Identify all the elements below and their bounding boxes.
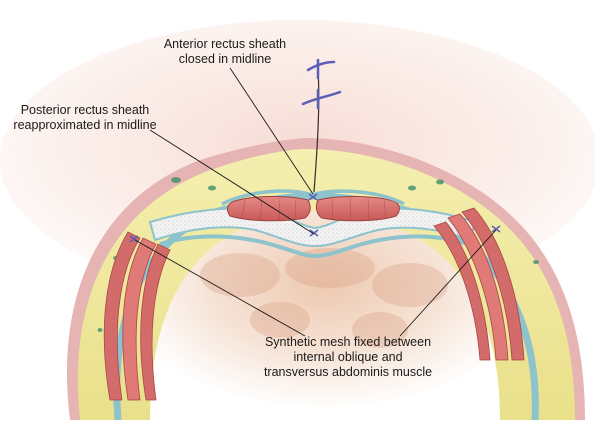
posterior-sheath-label: Posterior rectus sheath reapproximated i… [13, 103, 157, 132]
mesh-label: Synthetic mesh fixed between internal ob… [263, 335, 433, 379]
mesh-leader-right [399, 229, 497, 337]
abdominal-cavity [150, 212, 500, 420]
posterior-sheath-leader [149, 129, 315, 235]
mesh-leader-left [134, 239, 306, 337]
midline-incision [313, 69, 320, 193]
fascial-sutures [129, 193, 501, 243]
skin-sutures [301, 58, 342, 110]
viscera-shading [200, 248, 448, 348]
rectus-abdominis-muscles [227, 195, 400, 222]
right-lateral-muscles [433, 207, 525, 361]
posterior-rectus-sheath [159, 234, 469, 259]
leader-lines [134, 67, 497, 337]
left-lateral-muscles [103, 231, 171, 401]
anterior-sheath-label: Anterior rectus sheath closed in midline [163, 37, 287, 66]
anterior-rectus-sheath [221, 189, 405, 206]
anterior-sheath-leader [229, 67, 314, 195]
